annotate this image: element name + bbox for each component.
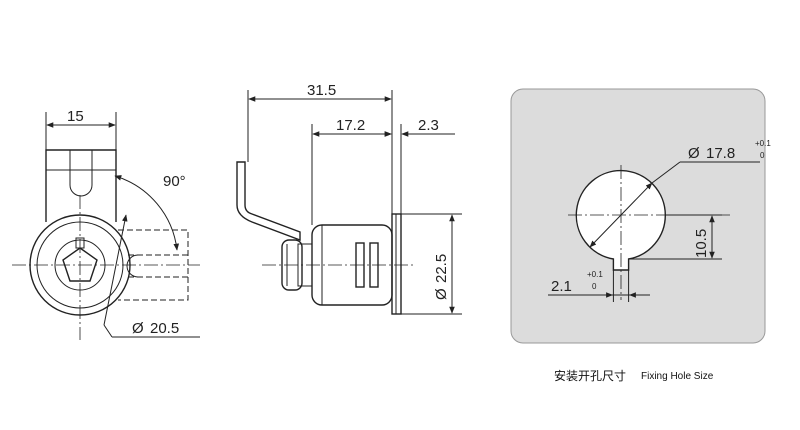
width-label: 15 (67, 108, 84, 125)
body-slot-left (355, 242, 365, 288)
diameter-leader (103, 214, 128, 326)
front-view: 90° 15 Ø 20.5 (12, 108, 200, 340)
body-slot-right (369, 242, 379, 288)
hole-diameter-leader-ext (651, 161, 681, 184)
screw-head (281, 239, 303, 291)
front-diameter-label: 20.5 (150, 320, 179, 337)
front-body-ring-circle (36, 221, 124, 309)
slot-tol-upper: +0.1 (587, 270, 603, 279)
hole-diameter-label: 17.8 (706, 145, 735, 162)
front-rotated-cam-slot-end (126, 254, 139, 278)
cam-plate-outline (236, 161, 301, 242)
fixing-hole-view: Ø 17.8 +0.1 0 10.5 2.1 +0.1 0 安装开孔尺寸 Fix… (510, 88, 771, 383)
angle-arc (114, 175, 180, 251)
diameter-leader-shelf (103, 324, 113, 338)
front-body-outer-circle (29, 214, 131, 316)
front-body-inner-circle (54, 239, 106, 291)
total-length-label: 31.5 (307, 82, 336, 99)
angle-label: 90° (163, 173, 186, 190)
flange-label: 2.3 (418, 117, 439, 134)
hole-diameter-symbol: Ø (688, 145, 700, 162)
side-diameter-symbol: Ø (433, 288, 450, 300)
hole-diameter-leader (589, 182, 653, 248)
hole-diameter-tol-lower: 0 (760, 151, 765, 160)
key-pentagon-icon (62, 247, 98, 282)
body-length-label: 17.2 (336, 117, 365, 134)
side-diameter-label: 22.5 (433, 254, 450, 283)
front-cam-outline (45, 149, 117, 222)
slot-tol-lower: 0 (592, 282, 597, 291)
front-cam-slot (69, 150, 93, 197)
side-view: 31.5 17.2 2.3 Ø 22.5 (236, 82, 462, 315)
front-diameter-symbol: Ø (132, 320, 144, 337)
flat-label: 10.5 (693, 229, 710, 258)
caption-english: Fixing Hole Size (641, 371, 714, 382)
slot-label: 2.1 (551, 278, 572, 295)
hole-diameter-tol-upper: +0.1 (755, 139, 771, 148)
caption-chinese: 安装开孔尺寸 (554, 368, 626, 383)
front-key-notch (75, 237, 85, 249)
front-rotated-cam-dashed (118, 229, 189, 301)
